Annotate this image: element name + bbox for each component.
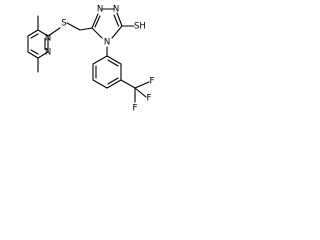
bond bbox=[37, 29, 49, 37]
bond bbox=[47, 27, 61, 37]
bond bbox=[120, 79, 136, 89]
bond bbox=[116, 12, 123, 27]
double-bond bbox=[30, 49, 39, 55]
atom-label-fluorine-2: F bbox=[147, 94, 152, 104]
atom-labels: N N S N N N SH F F F bbox=[45, 5, 155, 114]
double-bond bbox=[30, 33, 39, 39]
bond bbox=[91, 27, 103, 39]
chemical-structure-diagram: N N S N N N SH F F F bbox=[27, 5, 155, 114]
atom-label-thioether-s: S bbox=[61, 19, 66, 29]
bond bbox=[91, 13, 99, 29]
bond bbox=[27, 29, 39, 37]
bond bbox=[92, 55, 108, 65]
atom-label-triazole-n1: N bbox=[97, 5, 103, 15]
bond bbox=[106, 55, 122, 65]
double-bond bbox=[113, 14, 120, 27]
bond bbox=[111, 25, 123, 39]
phenyl-ring bbox=[92, 55, 122, 89]
bond bbox=[134, 87, 147, 98]
bond bbox=[27, 51, 39, 59]
bond bbox=[92, 79, 108, 89]
bond bbox=[106, 79, 122, 89]
atom-label-pyrimidine-n1: N bbox=[45, 34, 51, 44]
double-bond bbox=[107, 59, 119, 67]
pyrimidine-ring bbox=[27, 15, 49, 73]
atom-label-fluorine-1: F bbox=[150, 77, 155, 87]
atom-label-triazole-n4: N bbox=[104, 38, 110, 48]
double-bond bbox=[107, 77, 119, 85]
atom-label-thiol: SH bbox=[134, 22, 146, 32]
triazole-ring bbox=[91, 8, 135, 57]
atom-label-triazole-n2: N bbox=[113, 5, 119, 15]
bond bbox=[134, 81, 150, 89]
bond bbox=[37, 51, 49, 59]
bond bbox=[66, 22, 81, 31]
double-bond bbox=[94, 15, 101, 28]
atom-label-pyrimidine-n3: N bbox=[45, 48, 51, 58]
thioether-linker bbox=[47, 22, 93, 37]
atom-label-fluorine-3: F bbox=[133, 104, 138, 114]
trifluoromethyl-group bbox=[120, 79, 150, 103]
bond bbox=[79, 27, 93, 31]
